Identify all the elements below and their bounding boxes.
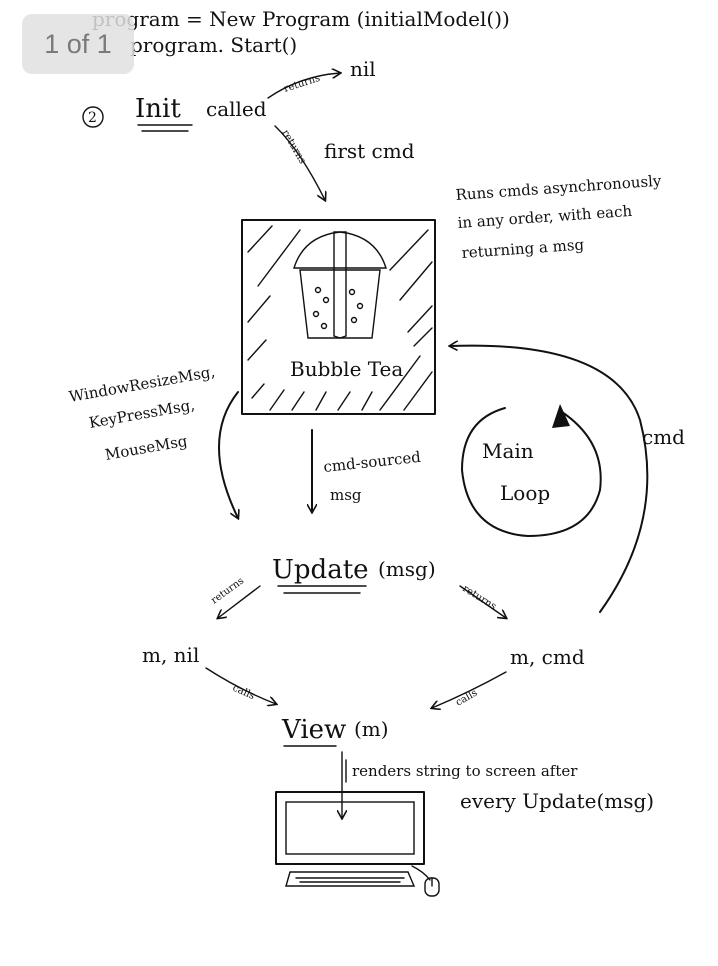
- boba-cup-icon: [293, 231, 387, 339]
- runs-cmds-note-line-2: in any order, with each: [457, 202, 633, 232]
- view-note-line-1: renders string to screen after: [352, 762, 578, 780]
- init-called-text: called: [206, 97, 267, 121]
- header-line-1: program = New Program (initialModel()): [92, 7, 510, 31]
- update-title: Update: [272, 555, 369, 585]
- runs-cmds-note-line-3: returning a msg: [461, 235, 585, 262]
- mouse-icon: [411, 865, 440, 897]
- view-arg: (m): [354, 717, 389, 741]
- calls-right-arrow: [432, 671, 507, 708]
- update-returns-right-label: returns: [460, 583, 498, 612]
- first-cmd-text: first cmd: [324, 139, 415, 163]
- update-returns-right-arrow: [459, 585, 506, 618]
- init-returns-label-2: returns: [279, 128, 307, 166]
- view-note-line-2: every Update(msg): [460, 789, 654, 813]
- page-indicator-badge: 1 of 1: [22, 14, 134, 74]
- init-title: Init: [135, 94, 181, 124]
- cmd-feedback-arrow: [450, 346, 649, 613]
- init-returns-nil-arrow: [267, 73, 340, 99]
- runs-cmds-note-line-1: Runs cmds asynchronously: [455, 172, 662, 204]
- calls-left-arrow: [205, 667, 276, 704]
- main-loop-circle: [461, 407, 602, 537]
- result-right-text: m, cmd: [510, 645, 585, 669]
- calls-left-label: calls: [231, 683, 257, 702]
- cmd-sourced-line-2: msg: [330, 486, 362, 504]
- messages-line-1: WindowResizeMsg,: [68, 363, 217, 406]
- bubble-tea-label: Bubble Tea: [290, 357, 403, 381]
- update-returns-left-label: returns: [209, 575, 246, 606]
- calls-right-label: calls: [454, 688, 479, 709]
- init-nil-text: nil: [350, 57, 376, 81]
- messages-line-2: KeyPressMsg,: [88, 396, 197, 432]
- messages-line-3: MouseMsg: [104, 432, 190, 464]
- bubble-tea-hatching: [247, 225, 433, 411]
- header-line-2: program. Start(): [130, 33, 297, 57]
- view-title: View: [281, 715, 346, 745]
- keyboard-icon: [285, 871, 416, 887]
- update-underline: [277, 585, 367, 594]
- init-first-cmd-arrow: [274, 125, 325, 200]
- update-arg: (msg): [378, 557, 436, 581]
- init-underline: [137, 124, 193, 132]
- computer-monitor-icon: [275, 791, 425, 865]
- loop-cmd-text: cmd: [642, 425, 685, 449]
- step-number: 2: [88, 110, 97, 126]
- result-left-text: m, nil: [142, 643, 199, 667]
- main-loop-arrowhead: [552, 404, 570, 428]
- cmd-sourced-line-1: cmd-sourced: [323, 448, 422, 476]
- bubble-tea-box: [241, 219, 436, 415]
- events-to-update-arrow: [218, 391, 238, 518]
- init-returns-label: returns: [283, 73, 322, 95]
- main-loop-line-1: Main: [482, 439, 534, 463]
- update-returns-left-arrow: [218, 585, 261, 618]
- main-loop-line-2: Loop: [500, 481, 550, 505]
- step-number-circle: [82, 106, 104, 128]
